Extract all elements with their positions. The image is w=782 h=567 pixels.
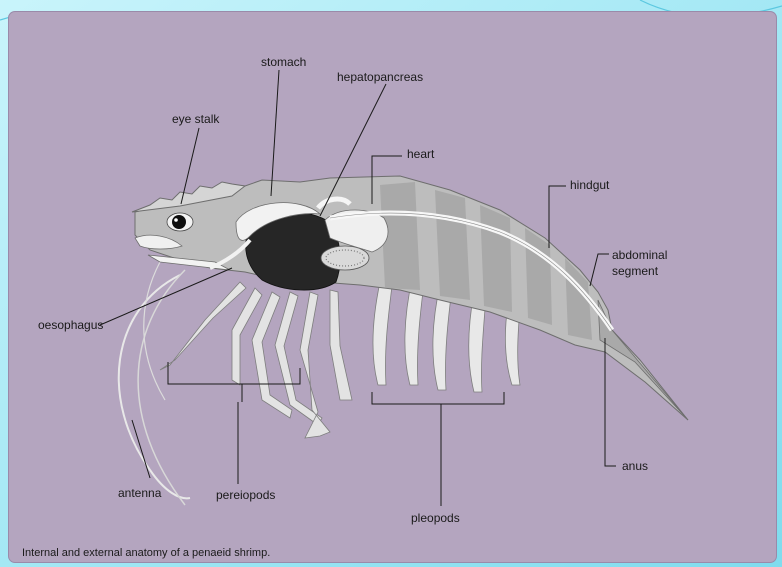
tail-fan: [598, 300, 688, 420]
leader-stomach: [271, 70, 279, 196]
pereiopod-legs: [160, 282, 352, 438]
antenna-shape: [119, 275, 190, 498]
label-eye-stalk: eye stalk: [172, 112, 219, 126]
label-hepatopancreas: hepatopancreas: [337, 70, 423, 84]
label-pereiopods: pereiopods: [216, 488, 275, 502]
label-abdominal-segment-line2: segment: [612, 264, 658, 278]
figure-caption: Internal and external anatomy of a penae…: [22, 547, 270, 559]
label-anus: anus: [622, 459, 648, 473]
leader-abdominal-segment: [590, 254, 609, 286]
label-heart: heart: [407, 147, 434, 161]
label-antenna: antenna: [118, 486, 161, 500]
eye-ball: [172, 215, 186, 229]
label-oesophagus: oesophagus: [38, 318, 103, 332]
bracket-pleopods: [372, 392, 504, 404]
leader-hindgut: [549, 186, 566, 248]
label-pleopods: pleopods: [411, 511, 460, 525]
leader-antenna: [132, 420, 150, 478]
label-hindgut: hindgut: [570, 178, 609, 192]
label-stomach: stomach: [261, 55, 306, 69]
antennule-shape: [144, 262, 165, 400]
eye-highlight: [174, 218, 178, 222]
label-abdominal-segment-line1: abdominal: [612, 248, 667, 262]
